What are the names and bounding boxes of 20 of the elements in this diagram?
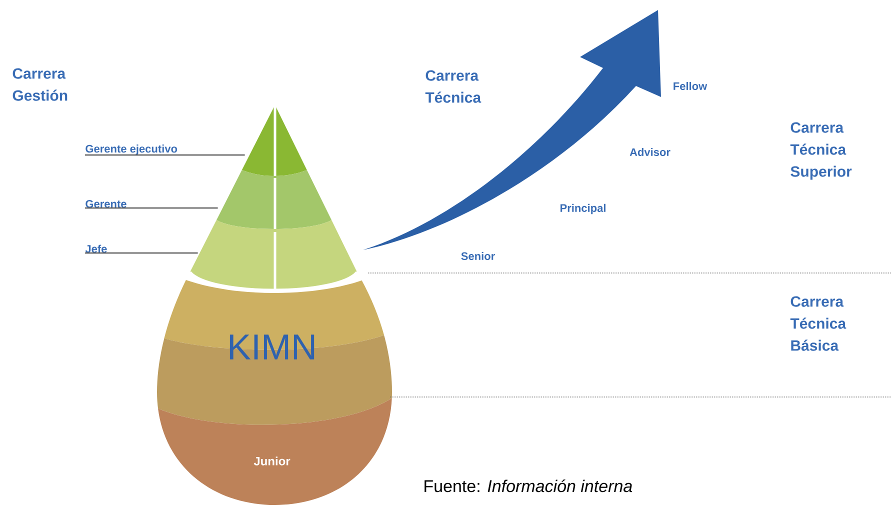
level-label: Fellow	[674, 82, 708, 90]
leader-line	[85, 154, 245, 156]
level-label: Jefe	[85, 244, 107, 253]
program-title: KIMN	[230, 334, 314, 360]
career-heading: Carrera Técnica Básica	[790, 296, 846, 351]
career-heading: Carrera Técnica Superior	[790, 122, 852, 180]
level-label: Senior	[461, 252, 495, 260]
level-label: Junior	[254, 456, 290, 466]
leader-line	[85, 207, 218, 209]
leader-line	[85, 252, 198, 254]
level-label: Principal	[560, 204, 606, 214]
career-heading: Carrera Gestión	[12, 68, 68, 101]
drop-layer	[189, 220, 358, 292]
drop-layer	[242, 105, 307, 176]
career-heading: Carrera Técnica	[425, 70, 482, 103]
drop-layer	[216, 170, 332, 230]
level-label: Gerente ejecutivo	[86, 144, 178, 155]
source-note: Fuente: Información interna	[424, 480, 632, 492]
level-label: Advisor	[630, 148, 670, 156]
level-label: Gerente	[86, 200, 126, 208]
